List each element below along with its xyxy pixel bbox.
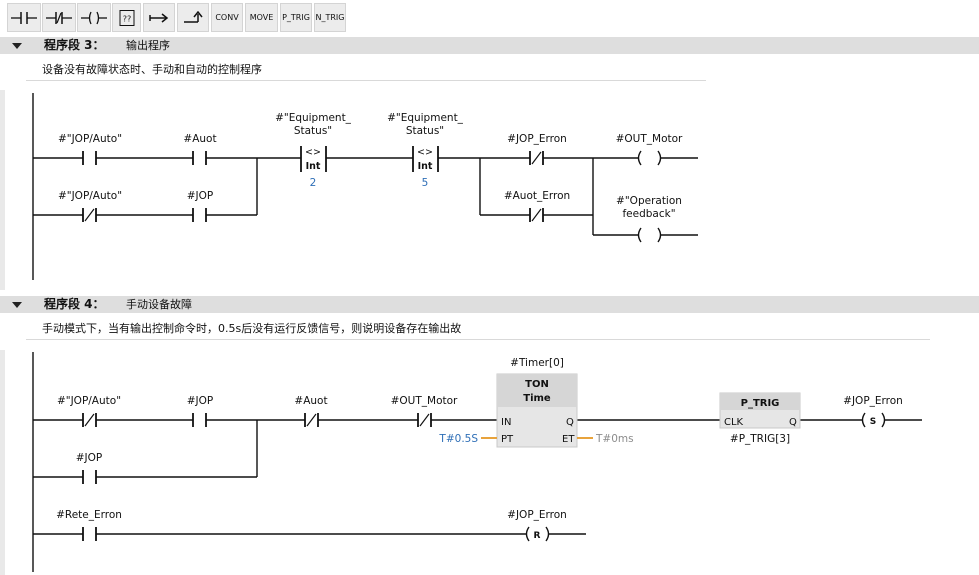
network-4-comment-box[interactable]: 手动模式下，当有输出控制命令时，0.5s后没有运行反馈信号，则说明设备存在输出故 bbox=[26, 317, 930, 340]
contact-jop-label[interactable]: #JOP bbox=[187, 190, 214, 202]
timer-et-value[interactable]: T#0ms bbox=[595, 433, 634, 445]
coil-feedback-label-line1[interactable]: #"Operation bbox=[616, 195, 682, 207]
compare-1-operand-line2[interactable]: Status" bbox=[294, 125, 332, 137]
ptrig-clk-pin: CLK bbox=[724, 417, 744, 428]
network-3-subtitle[interactable]: 输出程序 bbox=[126, 39, 170, 52]
n-trig-label: N_TRIG bbox=[315, 13, 345, 22]
contact-auot-erron-label[interactable]: #Auot_Erron bbox=[504, 190, 570, 202]
n-trig-button[interactable]: N_TRIG bbox=[314, 3, 346, 32]
coil-set-label[interactable]: #JOP_Erron bbox=[843, 395, 903, 407]
timer-instance-label[interactable]: #Timer[0] bbox=[510, 357, 564, 369]
open-branch-icon[interactable] bbox=[143, 3, 175, 32]
contact-rete-erron-label[interactable]: #Rete_Erron bbox=[56, 509, 122, 521]
contact-jop-label[interactable]: #JOP bbox=[187, 395, 214, 407]
close-branch-icon[interactable] bbox=[177, 3, 209, 32]
coil-icon[interactable] bbox=[77, 3, 111, 32]
timer-et-pin: ET bbox=[562, 434, 575, 445]
contact-out-motor-label[interactable]: #OUT_Motor bbox=[391, 395, 458, 407]
network-3-comment: 设备没有故障状态时、手动和自动的控制程序 bbox=[42, 63, 262, 76]
contact-auot-label[interactable]: #Auot bbox=[294, 395, 327, 407]
coil-reset-label[interactable]: #JOP_Erron bbox=[507, 509, 567, 521]
coil-set-symbol: S bbox=[870, 417, 876, 427]
collapse-triangle-icon[interactable] bbox=[12, 302, 22, 308]
contact-jop-auto-label[interactable]: #"JOP/Auto" bbox=[57, 395, 121, 407]
contact-jop-auto-2-label[interactable]: #"JOP/Auto" bbox=[58, 190, 122, 202]
network-4-title: 程序段 4： bbox=[44, 297, 105, 311]
coil-feedback-label-line2[interactable]: feedback" bbox=[622, 208, 675, 220]
timer-in-pin: IN bbox=[501, 417, 511, 428]
compare-1-operand-line1[interactable]: #"Equipment_ bbox=[275, 112, 352, 124]
timer-subtype-label[interactable]: Time bbox=[523, 393, 551, 404]
ptrig-q-pin: Q bbox=[789, 417, 797, 428]
move-button[interactable]: MOVE bbox=[245, 3, 278, 32]
ptrig-type-label: P_TRIG bbox=[741, 398, 780, 409]
compare-1-operator: <> bbox=[305, 147, 321, 158]
normally-open-contact-icon[interactable] bbox=[7, 3, 41, 32]
normally-closed-contact-icon[interactable] bbox=[42, 3, 76, 32]
timer-pt-pin: PT bbox=[501, 434, 514, 445]
contact-auot-label[interactable]: #Auot bbox=[183, 133, 216, 145]
network-4-comment: 手动模式下，当有输出控制命令时，0.5s后没有运行反馈信号，则说明设备存在输出故 bbox=[42, 322, 462, 335]
move-label: MOVE bbox=[249, 13, 274, 22]
empty-box-label: ?? bbox=[122, 14, 131, 23]
contact-jop-erron-label[interactable]: #JOP_Erron bbox=[507, 133, 567, 145]
compare-2-operand-line2[interactable]: Status" bbox=[406, 125, 444, 137]
p-trig-button[interactable]: P_TRIG bbox=[280, 3, 312, 32]
p-trig-label: P_TRIG bbox=[282, 13, 310, 22]
network-3-header[interactable]: 程序段 3： 输出程序 bbox=[0, 37, 979, 54]
coil-reset-symbol: R bbox=[534, 531, 541, 541]
compare-2-value[interactable]: 5 bbox=[422, 177, 429, 189]
compare-1-type[interactable]: Int bbox=[306, 161, 321, 172]
timer-type-label: TON bbox=[525, 379, 549, 390]
coil-out-motor-label[interactable]: #OUT_Motor bbox=[616, 133, 683, 145]
network-3-comment-box[interactable]: 设备没有故障状态时、手动和自动的控制程序 bbox=[26, 58, 706, 81]
compare-2-type[interactable]: Int bbox=[418, 161, 433, 172]
compare-2-operand-line1[interactable]: #"Equipment_ bbox=[387, 112, 464, 124]
conv-label: CONV bbox=[215, 13, 239, 22]
contact-jop-auto-label[interactable]: #"JOP/Auto" bbox=[58, 133, 122, 145]
empty-box-icon[interactable]: ?? bbox=[112, 3, 141, 32]
instruction-toolbar: ?? CONV MOVE P_TRIG N_TRIG bbox=[0, 0, 979, 36]
collapse-triangle-icon[interactable] bbox=[12, 43, 22, 49]
conv-button[interactable]: CONV bbox=[211, 3, 243, 32]
network-4-header[interactable]: 程序段 4： 手动设备故障 bbox=[0, 296, 979, 313]
network-3-title: 程序段 3： bbox=[44, 38, 105, 52]
network-4-subtitle[interactable]: 手动设备故障 bbox=[126, 298, 192, 311]
ptrig-instance-label[interactable]: #P_TRIG[3] bbox=[730, 433, 790, 445]
timer-pt-value[interactable]: T#0.5S bbox=[438, 433, 478, 445]
timer-q-pin: Q bbox=[566, 417, 574, 428]
compare-2-operator: <> bbox=[417, 147, 433, 158]
contact-jop-2-label[interactable]: #JOP bbox=[76, 452, 103, 464]
compare-1-value[interactable]: 2 bbox=[310, 177, 317, 189]
